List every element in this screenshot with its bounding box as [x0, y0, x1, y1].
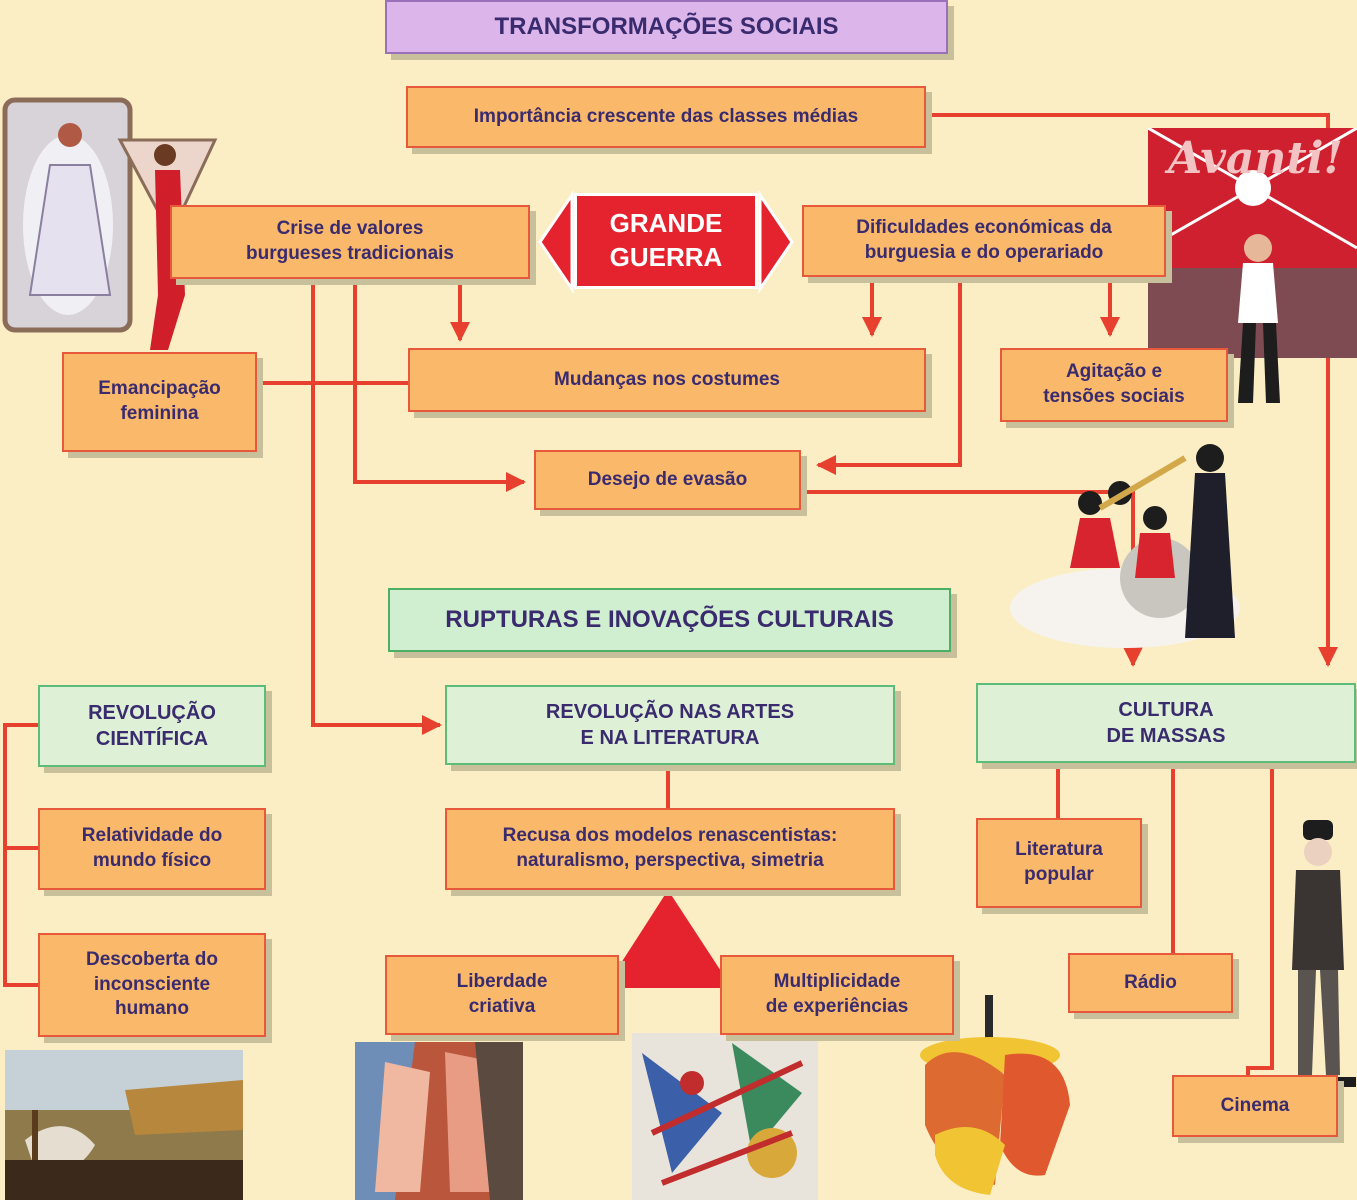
node-relatividade: Relatividade do mundo físico [38, 808, 266, 890]
cubist-sculpture-image [920, 995, 1070, 1195]
node-cinema: Cinema [1172, 1075, 1338, 1137]
picasso-painting-image [355, 1042, 523, 1200]
node-recusa-modelos: Recusa dos modelos renascentistas: natur… [445, 808, 895, 890]
dali-painting-image [5, 1050, 243, 1200]
node-agitacao: Agitação e tensões sociais [1000, 348, 1228, 422]
node-liberdade: Liberdade criativa [385, 955, 619, 1035]
node-evasao: Desejo de evasão [534, 450, 801, 510]
node-dificuldades: Dificuldades económicas da burguesia e d… [802, 205, 1166, 277]
node-revolucao-artes: REVOLUÇÃO NAS ARTES E NA LITERATURA [445, 685, 895, 765]
node-inconsciente: Descoberta do inconsciente humano [38, 933, 266, 1037]
triangle-shape [605, 890, 732, 988]
avanti-poster-image: Avanti! [1148, 128, 1357, 403]
node-radio: Rádio [1068, 953, 1233, 1013]
jazz-band-image [1010, 444, 1240, 648]
chaplin-image [1283, 820, 1356, 1087]
left-arrow-head [538, 190, 574, 294]
node-literatura-popular: Literatura popular [976, 818, 1142, 908]
right-arrow-head [758, 190, 794, 294]
node-emancipacao: Emancipação feminina [62, 352, 257, 452]
svg-text:Avanti!: Avanti! [1164, 133, 1343, 184]
node-costumes: Mudanças nos costumes [408, 348, 926, 412]
node-cultura-massas: CULTURA DE MASSAS [976, 683, 1356, 763]
node-revolucao-cientifica: REVOLUÇÃO CIENTÍFICA [38, 685, 266, 767]
title-social: TRANSFORMAÇÕES SOCIAIS [385, 0, 948, 54]
kandinsky-painting-image [632, 1033, 818, 1200]
title-cultural: RUPTURAS E INOVAÇÕES CULTURAIS [388, 588, 951, 652]
node-crise-valores: Crise de valores burgueses tradicionais [170, 205, 530, 279]
node-multiplicidade: Multiplicidade de experiências [720, 955, 954, 1035]
node-grande-guerra: GRANDE GUERRA [574, 193, 758, 289]
node-classes-medias: Importância crescente das classes médias [406, 86, 926, 148]
